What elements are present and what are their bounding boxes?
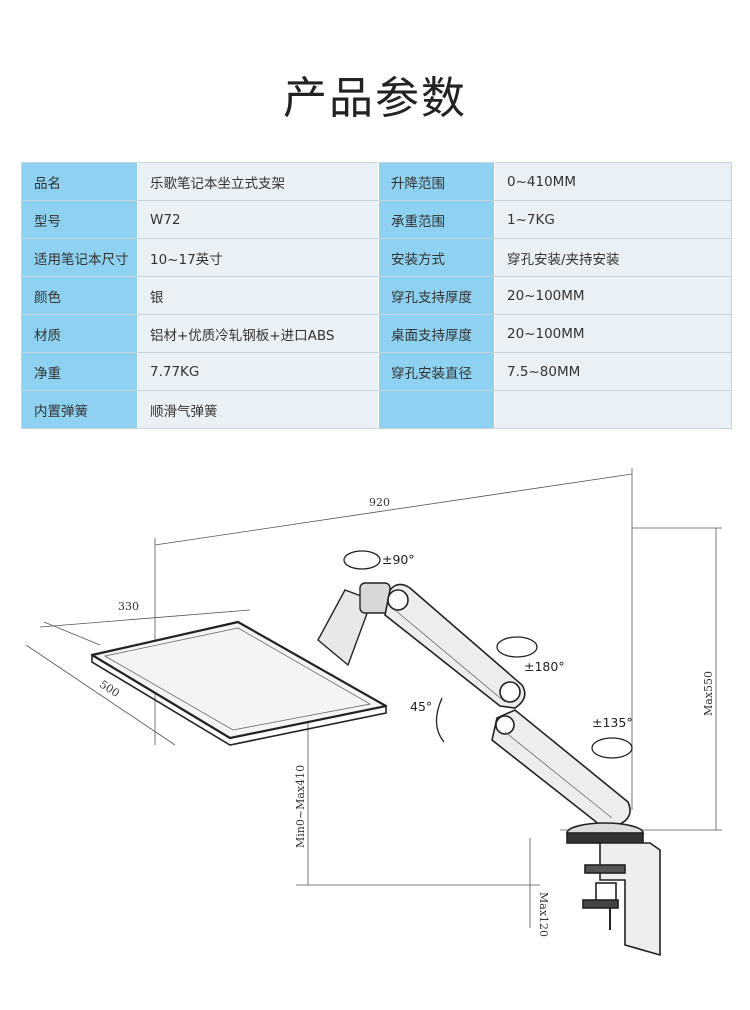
rotation-top-label: ±90° [382, 552, 415, 567]
spec-value-cell: 铝材+优质冷轧钢板+进口ABS [137, 314, 379, 353]
laptop-tray [90, 620, 388, 746]
spec-value-cell: 乐歌笔记本坐立式支架 [137, 162, 379, 201]
lower-arm [491, 709, 631, 826]
rotation-arrow-top [343, 550, 381, 570]
spec-key-cell: 穿孔支持厚度 [378, 276, 495, 315]
rotation-arrow-mid [496, 636, 538, 658]
spec-key-cell: 型号 [21, 200, 138, 239]
spec-value-cell: 1~7KG [494, 200, 732, 239]
dim-width-label: 920 [369, 496, 390, 509]
dim-clamp-label: Max120 [537, 892, 550, 937]
spec-value-cell: W72 [137, 200, 379, 239]
spec-value-cell: 顺滑气弹簧 [137, 390, 379, 429]
spec-value-cell [494, 390, 732, 429]
spec-row: 内置弹簧顺滑气弹簧 [21, 390, 732, 429]
rotation-base-label: ±135° [592, 715, 633, 730]
dim-line-tray-width [25, 644, 176, 746]
dim-lift-label: Min0~Max410 [294, 765, 307, 848]
product-dimension-diagram: 920 330 500 Max550 Min0~Max410 Max120 ±9… [25, 468, 722, 957]
spec-key-cell: 桌面支持厚度 [378, 314, 495, 353]
spec-key-cell: 材质 [21, 314, 138, 353]
dim-height-label: Max550 [702, 671, 715, 716]
clamp-base [566, 822, 661, 957]
spec-value-cell: 7.5~80MM [494, 352, 732, 391]
rotation-mid-label: ±180° [524, 659, 565, 674]
spec-key-cell: 安装方式 [378, 238, 495, 277]
spec-value-cell: 银 [137, 276, 379, 315]
spec-key-cell: 穿孔安装直径 [378, 352, 495, 391]
spec-key-cell: 品名 [21, 162, 138, 201]
dim-line-lift [296, 722, 540, 886]
spec-key-cell: 内置弹簧 [21, 390, 138, 429]
tilt-label: 45° [410, 699, 432, 714]
spec-key-cell [378, 390, 495, 429]
spec-value-cell: 20~100MM [494, 276, 732, 315]
spec-value-cell: 0~410MM [494, 162, 732, 201]
spec-value-cell: 20~100MM [494, 314, 732, 353]
spec-key-cell: 净重 [21, 352, 138, 391]
page-title: 产品参数 [283, 73, 467, 124]
dim-line-tray-depth [39, 609, 251, 646]
spec-key-cell: 颜色 [21, 276, 138, 315]
tilt-arrow [435, 697, 445, 743]
spec-value-cell: 穿孔安装/夹持安装 [494, 238, 732, 277]
rotation-arrow-base [591, 737, 633, 759]
upper-arm [384, 583, 526, 709]
tray-support [317, 582, 391, 667]
dim-tray-depth-label: 330 [118, 600, 139, 613]
spec-key-cell: 承重范围 [378, 200, 495, 239]
dim-tray-width-label: 500 [97, 678, 122, 700]
spec-value-cell: 7.77KG [137, 352, 379, 391]
spec-key-cell: 适用笔记本尺寸 [21, 238, 138, 277]
spec-value-cell: 10~17英寸 [137, 238, 379, 277]
spec-key-cell: 升降范围 [378, 162, 495, 201]
